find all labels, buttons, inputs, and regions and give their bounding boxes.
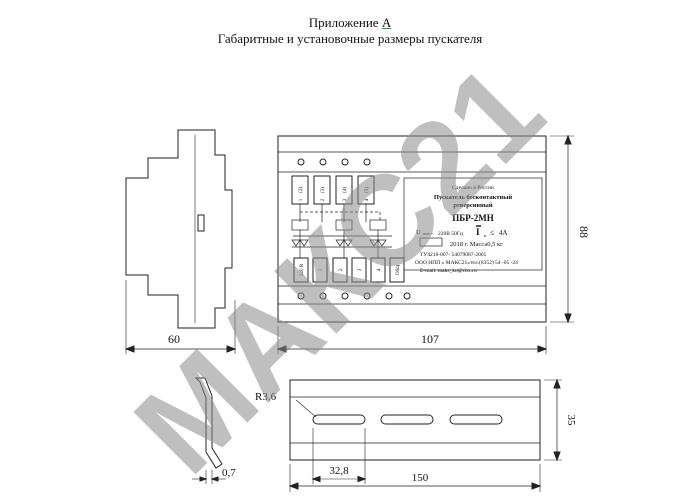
bottom-terminal-label: 220 В — [300, 263, 305, 276]
current-value: 4А — [499, 229, 508, 237]
tu-number: ТУ4218-007- 54079087-2005 — [420, 252, 487, 258]
rail-profile-outline — [194, 377, 223, 469]
supply-u: U — [416, 229, 421, 236]
front-body-outline — [277, 135, 547, 323]
rail-length-dimension: 150 — [412, 472, 429, 484]
side-view-latch — [197, 214, 205, 232]
side-view-outline — [125, 129, 233, 329]
company-email: E-mail: maks_ko@cbx.ru — [420, 268, 477, 274]
top-terminal-label: (4) — [343, 187, 348, 193]
nameplate-made-in: Сделано в России — [452, 185, 494, 191]
appendix-title: Приложение А — [150, 15, 550, 31]
nameplate-text: Сделано в России Пускатель бесконтактный… — [415, 185, 518, 274]
current-sub: н — [484, 233, 487, 238]
top-screw-holes — [297, 158, 371, 166]
bottom-screw-holes — [297, 292, 411, 300]
circuit-schematic — [291, 204, 392, 258]
side-width-dimension: 60 — [168, 332, 180, 346]
bottom-terminal-label: 3 — [358, 268, 363, 271]
rail-outline — [289, 379, 541, 461]
appendix-title-prefix: Приложение — [308, 15, 382, 30]
rail-profile-view — [192, 377, 226, 484]
nameplate-name-2: реверсивный — [453, 202, 492, 209]
radius-dimension: R3,6 — [255, 391, 277, 403]
company-phone: ООО НПП « МАКС21»тел.(8352) 54 -05 -24 — [415, 259, 518, 266]
slot-dimension: 32,8 — [329, 465, 349, 477]
top-terminal-label: (5) — [365, 187, 370, 193]
current-i: I — [476, 227, 480, 237]
bottom-terminal-label: Общ — [396, 265, 401, 275]
supply-value: 220В 50Гц — [438, 231, 463, 237]
drawing-subtitle: Габаритные и установочные размеры пускат… — [217, 31, 483, 46]
bottom-terminal-label: 4 — [377, 268, 382, 271]
nameplate-indicator — [419, 237, 443, 247]
top-terminal-mark: 2 — [321, 198, 326, 201]
supply-sub: пит.= — [423, 231, 434, 236]
front-width-dimension: 107 — [421, 332, 439, 346]
bottom-terminal-label: 1 — [319, 268, 324, 271]
top-terminal-label: (3) — [321, 187, 326, 193]
current-sign: ≤ — [490, 228, 495, 237]
rail-slot — [380, 414, 434, 425]
nameplate — [403, 177, 543, 271]
bottom-terminal-label: 2 — [339, 268, 344, 271]
top-terminal-mark: 3 — [343, 198, 348, 201]
appendix-letter: А — [381, 15, 392, 30]
rail-slot — [449, 414, 503, 425]
top-terminal-mark: 1 — [299, 198, 304, 201]
year-mass: 2018 г. Масса0,5 кг — [450, 241, 503, 248]
side-view — [124, 129, 237, 354]
top-terminal-mark: 4 — [365, 198, 370, 201]
watermark: МАКС21 — [108, 38, 570, 500]
din-rail-view — [288, 378, 562, 492]
front-view — [276, 134, 574, 354]
top-terminal-label: (2) — [299, 187, 304, 193]
nameplate-name-1: Пускатель бесконтактный — [434, 194, 512, 201]
profile-thickness-dimension: 0,7 — [222, 467, 236, 479]
rail-slot — [312, 414, 366, 425]
front-height-dimension: 88 — [577, 226, 591, 238]
rail-height-dimension: 35 — [565, 415, 577, 427]
nameplate-model: ПБР-2МН — [452, 213, 493, 223]
